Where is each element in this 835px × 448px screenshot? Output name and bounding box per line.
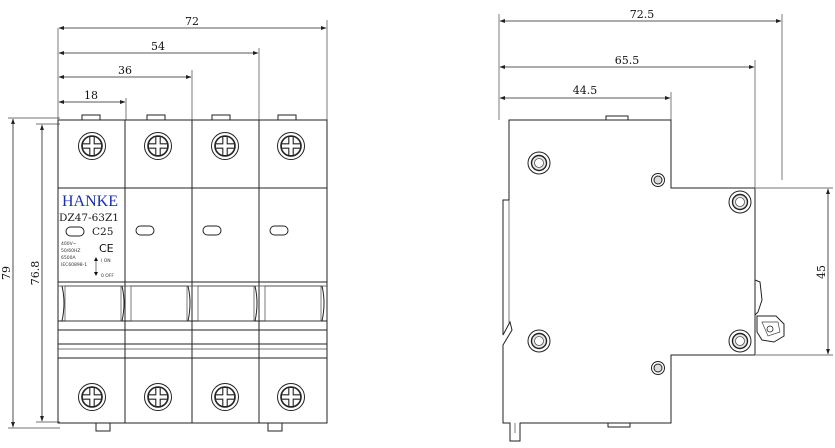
dim-body-height: 76.8 <box>29 261 42 286</box>
front-left-dimensions: 79 76.8 <box>0 117 60 429</box>
off-label: 0 OFF <box>101 273 114 279</box>
handle-bar <box>61 285 325 322</box>
dim-depth-total: 72.5 <box>630 8 655 21</box>
dim-depth-rail: 44.5 <box>573 84 598 97</box>
dim-three-pole-width: 54 <box>151 40 165 53</box>
terminal-screw-icon <box>143 131 173 161</box>
side-right-dimension: 45 <box>756 187 833 356</box>
off-arrow-icon <box>94 272 98 276</box>
terminal-screw-icon <box>210 131 240 161</box>
front-view: 72 54 36 18 79 76.8 <box>0 15 328 432</box>
rivet-icon <box>651 173 665 187</box>
side-top-dimensions: 72.5 65.5 44.5 <box>498 8 783 188</box>
terminal-screw-icon <box>276 131 306 161</box>
side-body <box>502 115 785 442</box>
breaker-body <box>57 114 328 432</box>
dim-single-pole-width: 18 <box>84 89 98 102</box>
indicator-window <box>65 226 85 237</box>
indicator-window <box>135 225 155 236</box>
spec-voltage: 400V~ <box>61 241 77 247</box>
dim-depth-front: 65.5 <box>615 54 640 67</box>
side-screw-icon <box>728 329 752 353</box>
terminal-screw-icon <box>210 382 240 412</box>
spec-standard: IEC60898-1 <box>61 262 87 268</box>
breaker-label: HANKE DZ47-63Z1 C25 400V~ 50/60HZ 6500A … <box>59 193 119 279</box>
front-top-dimensions: 72 54 36 18 <box>57 15 328 120</box>
side-screw-icon <box>527 329 551 353</box>
ce-mark: CE <box>99 242 114 255</box>
dim-front-face-height: 45 <box>815 265 828 279</box>
side-screw-icon <box>728 190 752 214</box>
on-arrow-icon <box>94 257 98 261</box>
spec-breaking-capacity: 6500A <box>61 255 76 261</box>
terminal-screw-icon <box>77 131 107 161</box>
handle-lever <box>756 315 785 343</box>
on-label: I ON <box>101 258 111 264</box>
indicator-window <box>202 225 222 236</box>
side-screw-icon <box>527 151 551 175</box>
dim-two-pole-width: 36 <box>118 64 132 77</box>
spec-frequency: 50/60HZ <box>61 248 80 254</box>
terminal-screw-icon <box>276 382 306 412</box>
side-view: 72.5 65.5 44.5 45 <box>498 8 833 442</box>
brand-name: HANKE <box>62 193 118 210</box>
terminal-screw-icon <box>143 382 173 412</box>
dim-total-height: 79 <box>0 266 13 280</box>
indicator-window <box>269 225 289 236</box>
terminal-screw-icon <box>77 382 107 412</box>
model-number: DZ47-63Z1 <box>59 212 119 224</box>
dim-total-width: 72 <box>185 15 199 28</box>
rivet-icon <box>651 361 665 375</box>
current-rating: C25 <box>92 226 113 238</box>
